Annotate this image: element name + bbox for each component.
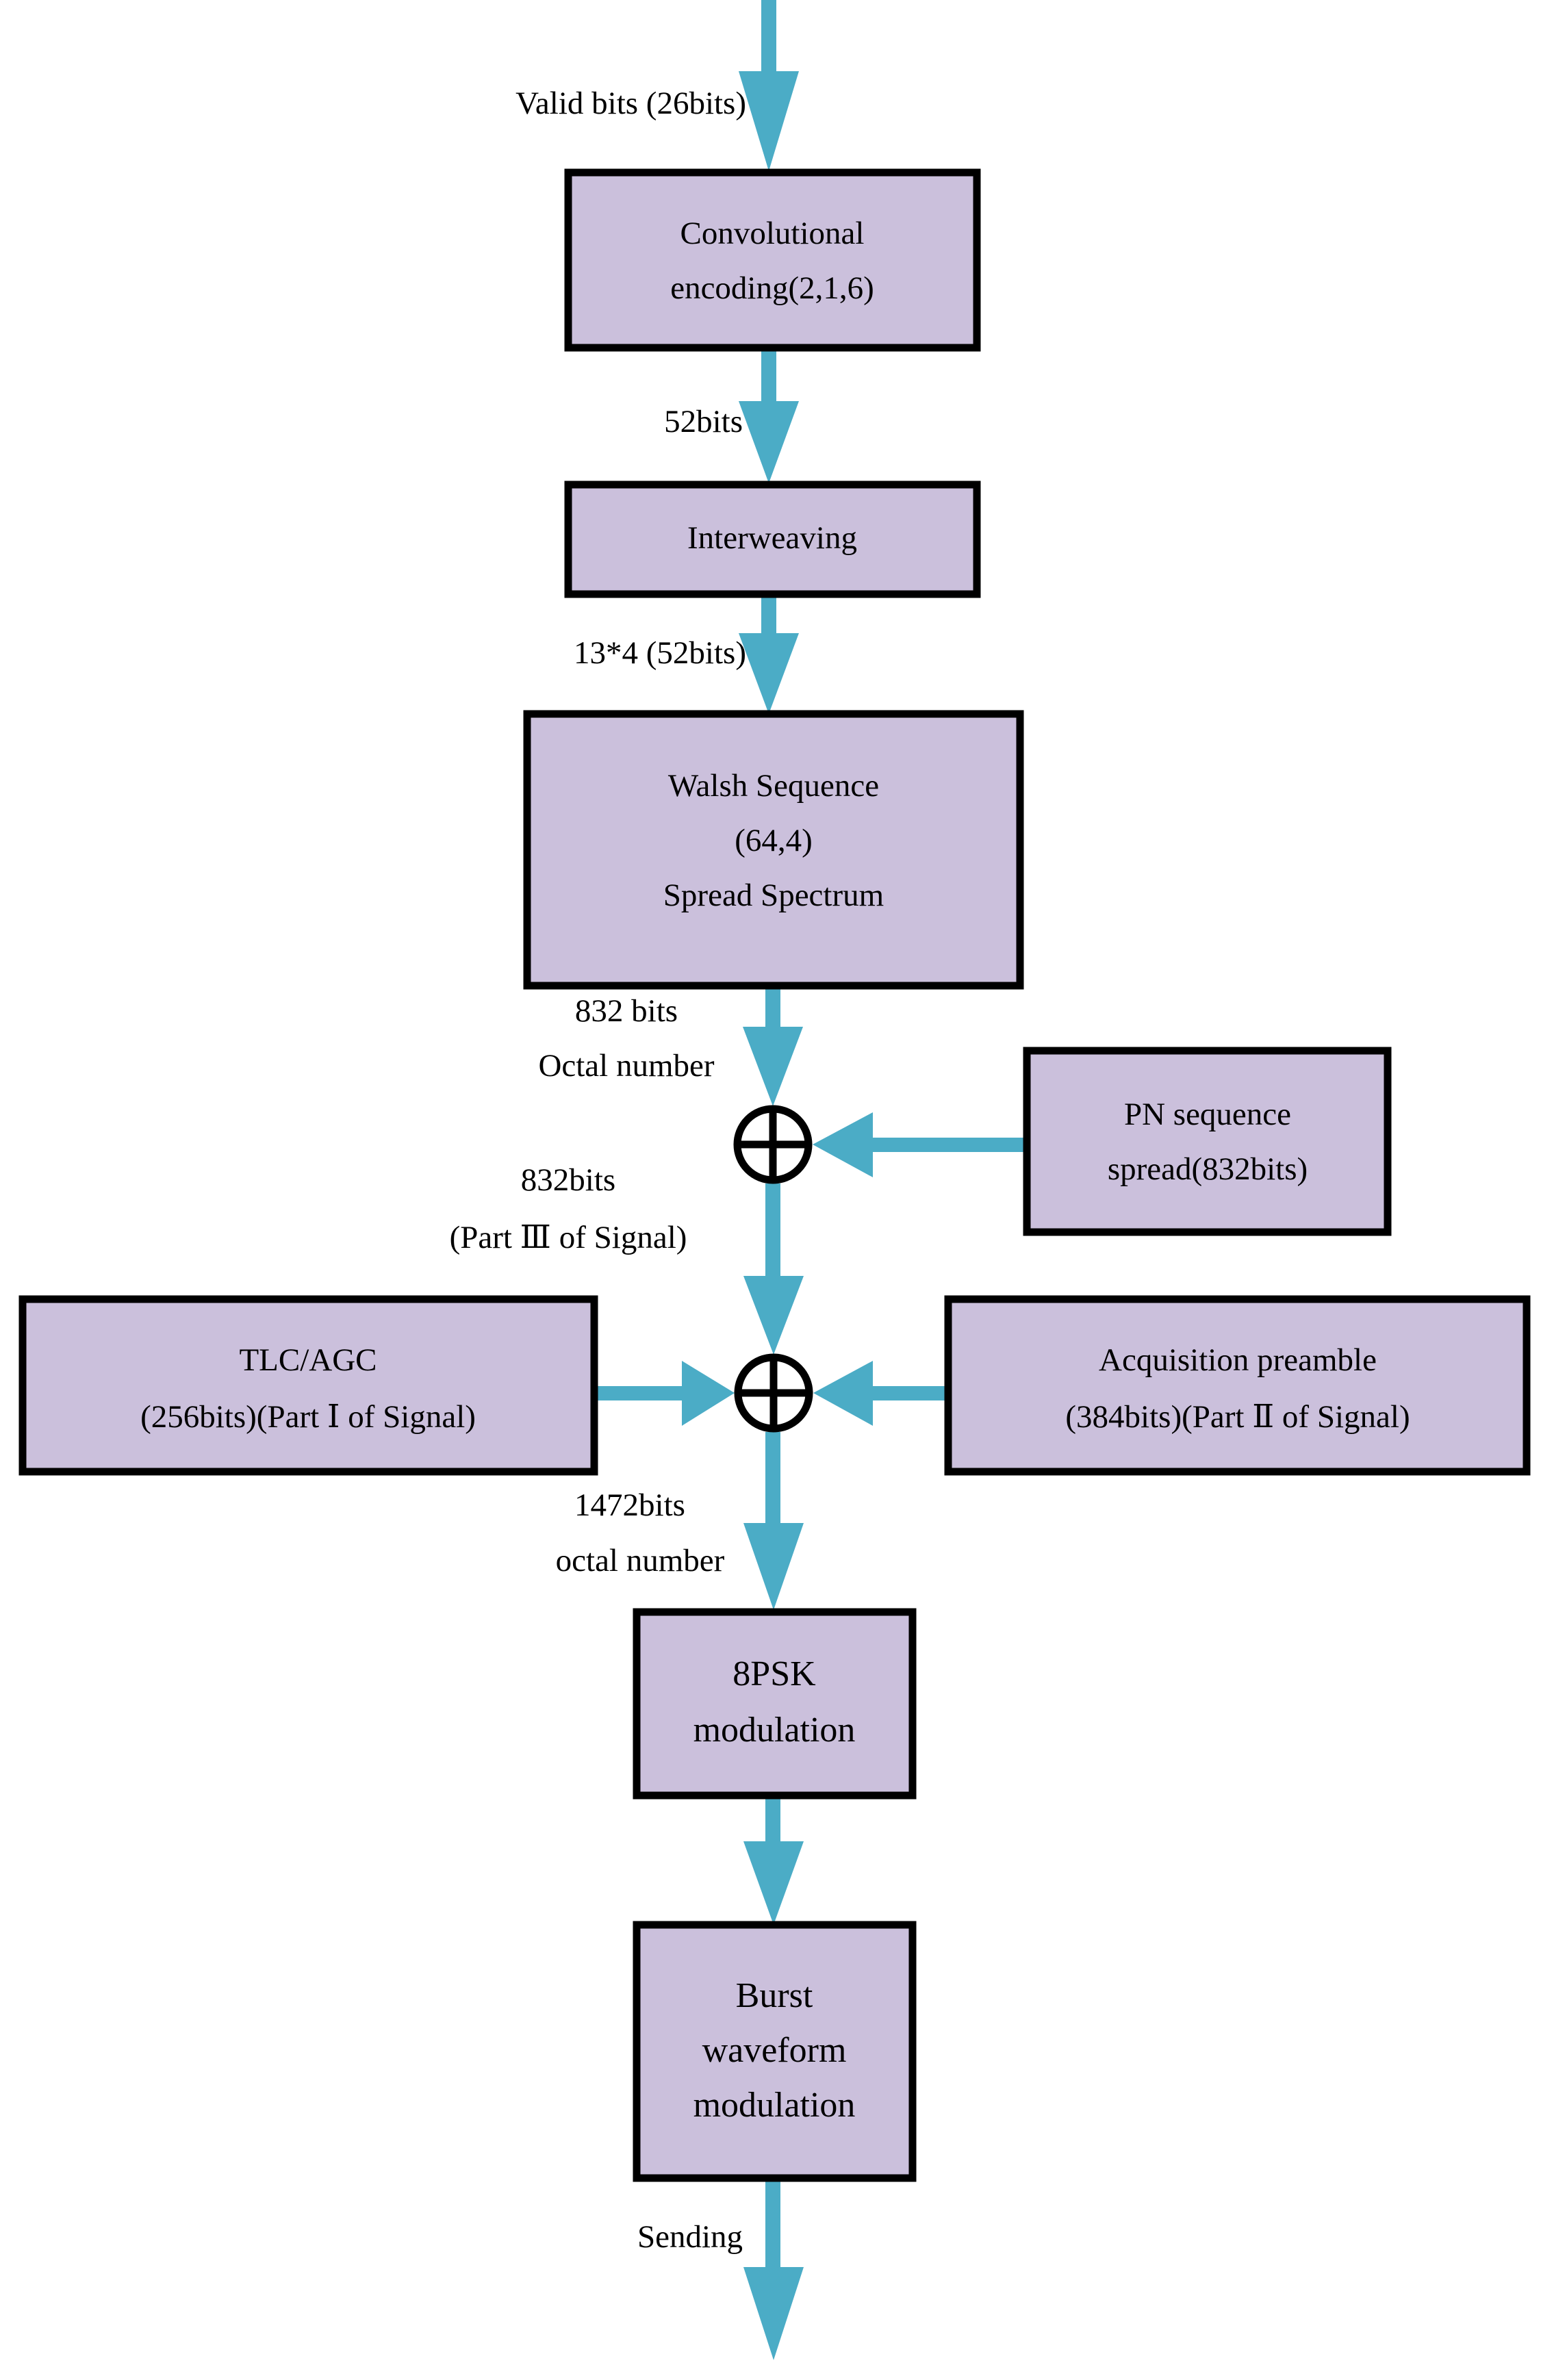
connector-interweaving-to-walsh xyxy=(739,594,799,714)
block-pn-sequence-spread-line-1: PN sequence xyxy=(1124,1097,1291,1132)
block-walsh-sequence-line-2: (64,4) xyxy=(735,823,813,858)
block-walsh-sequence-line-1: Walsh Sequence xyxy=(668,768,879,804)
block-pn-sequence-spread[interactable]: PN sequence spread(832bits) xyxy=(1023,1047,1392,1236)
connector-input-to-conv xyxy=(739,0,799,171)
connector-conv-to-interweaving xyxy=(739,348,799,483)
edge-label-conv-output: 52bits xyxy=(664,404,743,439)
edge-label-xor1-output-line-2: (Part Ⅲ of Signal) xyxy=(450,1220,687,1255)
block-8psk-modulation[interactable]: 8PSK modulation xyxy=(633,1608,917,1800)
edge-label-walsh-output-line-2: Octal number xyxy=(538,1048,714,1084)
connector-burst-to-output xyxy=(743,2178,804,2360)
connector-xor2-to-psk xyxy=(743,1432,804,1610)
edge-label-xor2-output-line-1: 1472bits xyxy=(574,1487,685,1523)
connector-acq-to-xor2 xyxy=(813,1361,948,1426)
block-acquisition-preamble[interactable]: Acquisition preamble (384bits)(Part Ⅱ of… xyxy=(944,1295,1531,1476)
connector-xor1-to-xor2 xyxy=(743,1183,804,1355)
edge-label-xor1-output-line-1: 832bits xyxy=(521,1162,615,1198)
block-pn-sequence-spread-line-2: spread(832bits) xyxy=(1108,1151,1308,1187)
block-convolutional-encoding[interactable]: Convolutional encoding(2,1,6) xyxy=(564,168,981,352)
connector-tlc-to-xor2 xyxy=(594,1361,735,1426)
block-walsh-sequence[interactable]: Walsh Sequence (64,4) Spread Spectrum xyxy=(523,710,1024,990)
block-burst-waveform-modulation[interactable]: Burst waveform modulation xyxy=(633,1921,917,2182)
block-burst-waveform-modulation-line-3: modulation xyxy=(693,2086,856,2125)
block-burst-waveform-modulation-line-1: Burst xyxy=(736,1976,813,2015)
edge-label-xor2-output-line-2: octal number xyxy=(556,1543,725,1578)
block-8psk-modulation-line-2: modulation xyxy=(693,1711,856,1750)
block-convolutional-encoding-line-2: encoding(2,1,6) xyxy=(670,270,874,306)
connector-walsh-to-xor1 xyxy=(743,986,803,1106)
connector-pn-to-xor1 xyxy=(813,1112,1030,1177)
block-burst-waveform-modulation-line-2: waveform xyxy=(702,2031,847,2070)
block-tlc-agc[interactable]: TLC/AGC (256bits)(Part Ⅰ of Signal) xyxy=(18,1295,598,1476)
edge-label-output-sending: Sending xyxy=(637,2219,743,2255)
xor-operator-2[interactable] xyxy=(734,1353,813,1433)
edge-label-interweaving-output: 13*4 (52bits) xyxy=(574,635,746,671)
block-acquisition-preamble-line-2: (384bits)(Part Ⅱ of Signal) xyxy=(1065,1399,1410,1435)
block-acquisition-preamble-line-1: Acquisition preamble xyxy=(1099,1342,1377,1378)
block-tlc-agc-line-2: (256bits)(Part Ⅰ of Signal) xyxy=(140,1399,476,1435)
block-interweaving[interactable]: Interweaving xyxy=(564,481,981,598)
connector-psk-to-burst xyxy=(743,1795,804,1925)
edge-label-input: Valid bits (26bits) xyxy=(515,86,746,121)
block-walsh-sequence-line-3: Spread Spectrum xyxy=(663,878,884,913)
edge-label-walsh-output-line-1: 832 bits xyxy=(575,993,678,1029)
block-tlc-agc-line-1: TLC/AGC xyxy=(239,1342,377,1378)
block-convolutional-encoding-line-1: Convolutional xyxy=(680,216,865,251)
block-interweaving-label: Interweaving xyxy=(687,520,857,556)
xor-operator-1[interactable] xyxy=(733,1105,813,1184)
block-8psk-modulation-line-1: 8PSK xyxy=(733,1654,816,1693)
